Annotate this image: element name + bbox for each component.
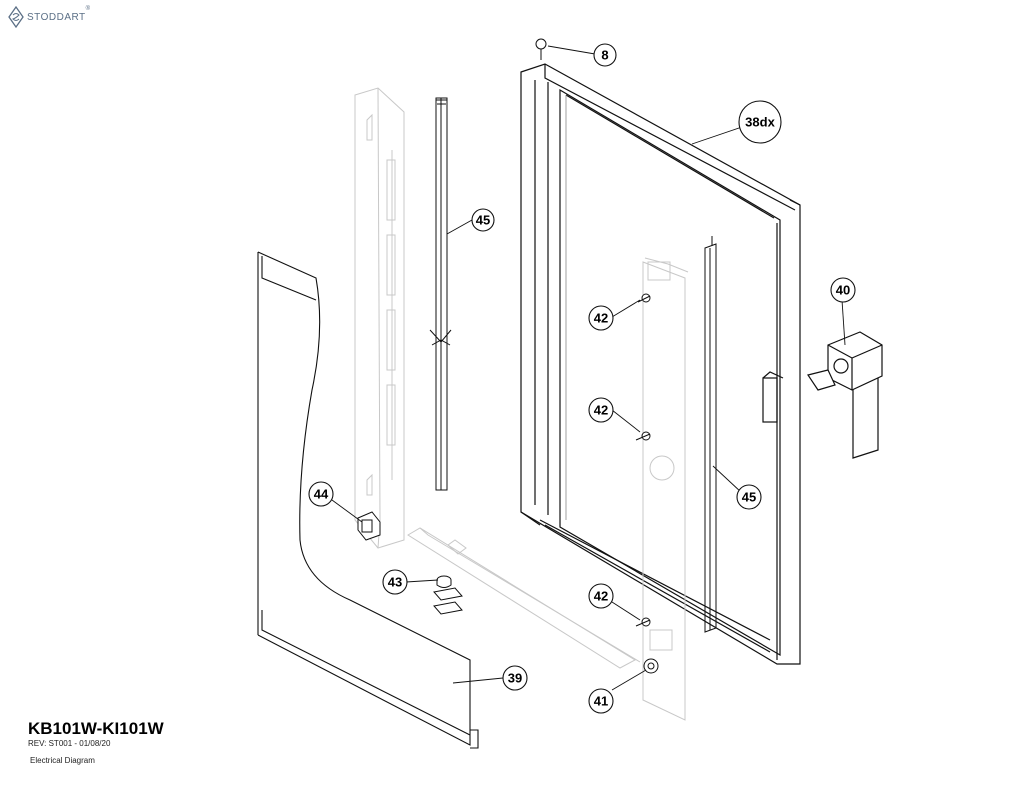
- brand-mark: ®: [85, 6, 91, 12]
- callout-45-2: 45: [471, 208, 495, 232]
- revision-label: REV: ST001 - 01/08/20: [28, 739, 111, 748]
- callout-circle: [593, 43, 617, 67]
- callout-circle: [588, 583, 614, 609]
- part-44: [357, 511, 381, 541]
- callout-circle: [502, 665, 528, 691]
- panel-39: [257, 251, 479, 749]
- callout-circle: [471, 208, 495, 232]
- ghost-bottom-rail: [407, 527, 641, 669]
- callout-42-9: 42: [588, 583, 614, 609]
- callout-label: 38dx: [745, 115, 775, 130]
- callout-bubbles: 8 38dx 45 40 42 42 45 44 43 42 39 41: [308, 43, 856, 714]
- brand-logo: STODDART ®: [8, 6, 91, 28]
- door-frame: [520, 63, 801, 665]
- gasket-right: [704, 236, 717, 633]
- callout-label: 44: [314, 487, 329, 502]
- callout-label: 8: [601, 48, 608, 63]
- callout-8-0: 8: [593, 43, 617, 67]
- callout-label: 45: [742, 490, 756, 505]
- callout-39-10: 39: [502, 665, 528, 691]
- callout-label: 43: [388, 575, 402, 590]
- brand-diamond-icon: [8, 6, 24, 28]
- callout-circle: [308, 481, 334, 507]
- callout-41-11: 41: [588, 688, 614, 714]
- callout-label: 45: [476, 213, 490, 228]
- callout-circle: [588, 688, 614, 714]
- part-43: [433, 575, 463, 615]
- gasket-left: [429, 97, 452, 491]
- callout-42-5: 42: [588, 397, 614, 423]
- leader-lines: [331, 45, 846, 691]
- model-title: KB101W-KI101W: [28, 719, 164, 738]
- callout-label: 42: [594, 589, 608, 604]
- screws: [535, 38, 659, 674]
- callout-label: 42: [594, 311, 608, 326]
- ghost-vertical-profile: [354, 87, 405, 549]
- callout-label: 41: [594, 694, 608, 709]
- callout-44-7: 44: [308, 481, 334, 507]
- callout-label: 42: [594, 403, 608, 418]
- callout-43-8: 43: [382, 569, 408, 595]
- callout-45-6: 45: [736, 484, 762, 510]
- brand-name: STODDART: [27, 11, 86, 23]
- callout-circle: [738, 100, 782, 144]
- ghost-hinge-plate: [642, 257, 689, 721]
- handle: [807, 331, 883, 459]
- callout-40-3: 40: [830, 277, 856, 303]
- callout-circle: [588, 397, 614, 423]
- callout-38dx-1: 38dx: [738, 100, 782, 144]
- callout-42-4: 42: [588, 305, 614, 331]
- callout-circle: [736, 484, 762, 510]
- callout-label: 40: [836, 283, 850, 298]
- callout-label: 39: [508, 671, 522, 686]
- callout-circle: [588, 305, 614, 331]
- callout-circle: [382, 569, 408, 595]
- diagram-caption: Electrical Diagram: [30, 756, 95, 765]
- callout-circle: [830, 277, 856, 303]
